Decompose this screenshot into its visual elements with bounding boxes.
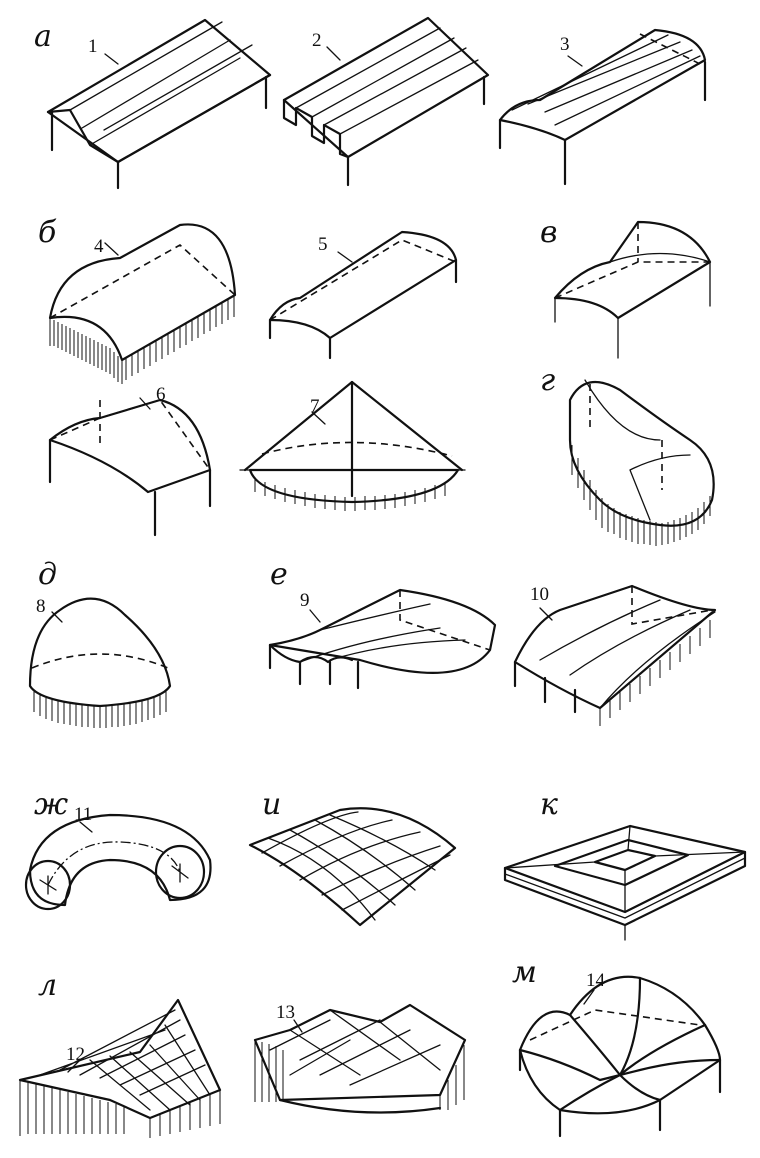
shape-8-dome <box>28 597 172 728</box>
group-label-v: в <box>540 215 557 250</box>
shape-11-torus <box>24 813 212 911</box>
group-label-a: а <box>34 19 52 54</box>
group-label-k: к <box>540 787 558 822</box>
item-number-7: 7 <box>310 396 320 417</box>
group-label-e: е <box>270 557 288 592</box>
item-number-10: 10 <box>530 584 549 605</box>
item-number-5: 5 <box>318 234 328 255</box>
item-number-2: 2 <box>312 30 322 51</box>
item-number-3: 3 <box>560 34 570 55</box>
item-number-13: 13 <box>276 1002 295 1023</box>
shape-v-cloister-vault <box>553 220 712 359</box>
shape-2-ribbed-roof <box>282 16 490 187</box>
shape-3-barrel-vault <box>498 28 707 186</box>
shape-14-cross-vault <box>518 975 722 1138</box>
group-label-i: и <box>262 787 281 822</box>
shape-12-hypar-shell <box>18 998 222 1138</box>
shape-k-hipped-shell <box>503 824 747 941</box>
group-label-d: д <box>38 557 57 592</box>
shape-g-freeform-shell <box>568 379 715 546</box>
item-number-12: 12 <box>66 1044 85 1065</box>
item-number-6: 6 <box>156 384 166 405</box>
shape-1-folded-roof <box>46 18 272 190</box>
group-label-g: г <box>540 363 555 398</box>
group-label-m: м <box>512 955 537 990</box>
shape-5-flat-shell <box>268 230 458 360</box>
group-label-l: л <box>38 968 57 1003</box>
shape-i-grid-shell <box>248 807 457 927</box>
item-number-4: 4 <box>94 236 104 257</box>
shape-10-multiwave-shell <box>513 584 717 726</box>
group-label-zh: ж <box>34 787 68 822</box>
item-number-9: 9 <box>300 590 310 611</box>
item-number-1: 1 <box>88 36 98 57</box>
shape-6-shallow-shell <box>48 397 212 537</box>
item-number-11: 11 <box>74 804 92 825</box>
shape-7-conical-shell <box>239 380 466 511</box>
shape-13-multi-hypar-shell <box>253 1003 467 1114</box>
item-number-8: 8 <box>36 596 46 617</box>
group-label-b: б <box>38 215 57 250</box>
item-number-14: 14 <box>586 970 606 991</box>
shape-9-multiwave-shell <box>268 588 497 690</box>
shape-4-cylindrical-shell <box>48 223 237 384</box>
